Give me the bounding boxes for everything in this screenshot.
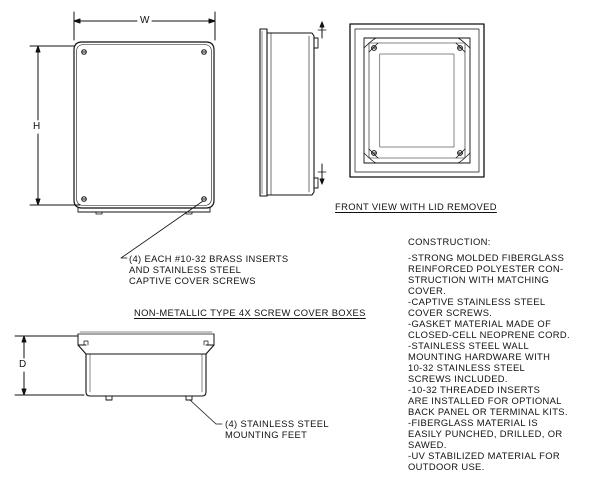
front-view-caption: FRONT VIEW WITH LID REMOVED — [335, 201, 497, 212]
elevation-view — [14, 331, 223, 425]
side-view — [259, 21, 327, 197]
construction-item: -STAINLESS STEEL WALL MOUNTING HARDWARE … — [408, 340, 551, 384]
construction-item: -GASKET MATERIAL MADE OF CLOSED-CELL NEO… — [408, 318, 570, 340]
front-view-lid-removed — [349, 23, 485, 178]
feet-callout: (4) STAINLESS STEEL MOUNTING FEET — [225, 418, 329, 440]
construction-heading: CONSTRUCTION: — [408, 236, 491, 247]
height-label: H — [33, 121, 41, 132]
construction-item: -FIBERGLASS MATERIAL IS EASILY PUNCHED, … — [408, 417, 563, 450]
front-view-cover — [29, 11, 216, 259]
cover-screw-icon — [81, 49, 207, 202]
depth-label: D — [19, 359, 27, 370]
width-dimension — [73, 11, 216, 41]
construction-item: -UV STABILIZED MATERIAL FOR OUTDOOR USE. — [408, 450, 560, 472]
threaded-insert-icon — [371, 45, 463, 156]
height-dimension — [29, 45, 81, 206]
construction-item: -CAPTIVE STAINLESS STEEL COVER SCREWS. — [408, 296, 546, 318]
construction-notes: CONSTRUCTION: -STRONG MOLDED FIBERGLASS … — [408, 236, 598, 472]
width-label: W — [140, 15, 150, 26]
construction-item: -STRONG MOLDED FIBERGLASS REINFORCED POL… — [408, 252, 565, 296]
depth-dimension — [14, 335, 85, 396]
inserts-callout: (4) EACH #10-32 BRASS INSERTS AND STAINL… — [129, 253, 289, 286]
construction-item: -10-32 THREADED INSERTS ARE INSTALLED FO… — [408, 384, 568, 417]
drawing-title: NON-METALLIC TYPE 4X SCREW COVER BOXES — [134, 307, 366, 318]
mounting-foot-icon — [313, 37, 319, 189]
mounting-foot-icon — [105, 395, 193, 401]
